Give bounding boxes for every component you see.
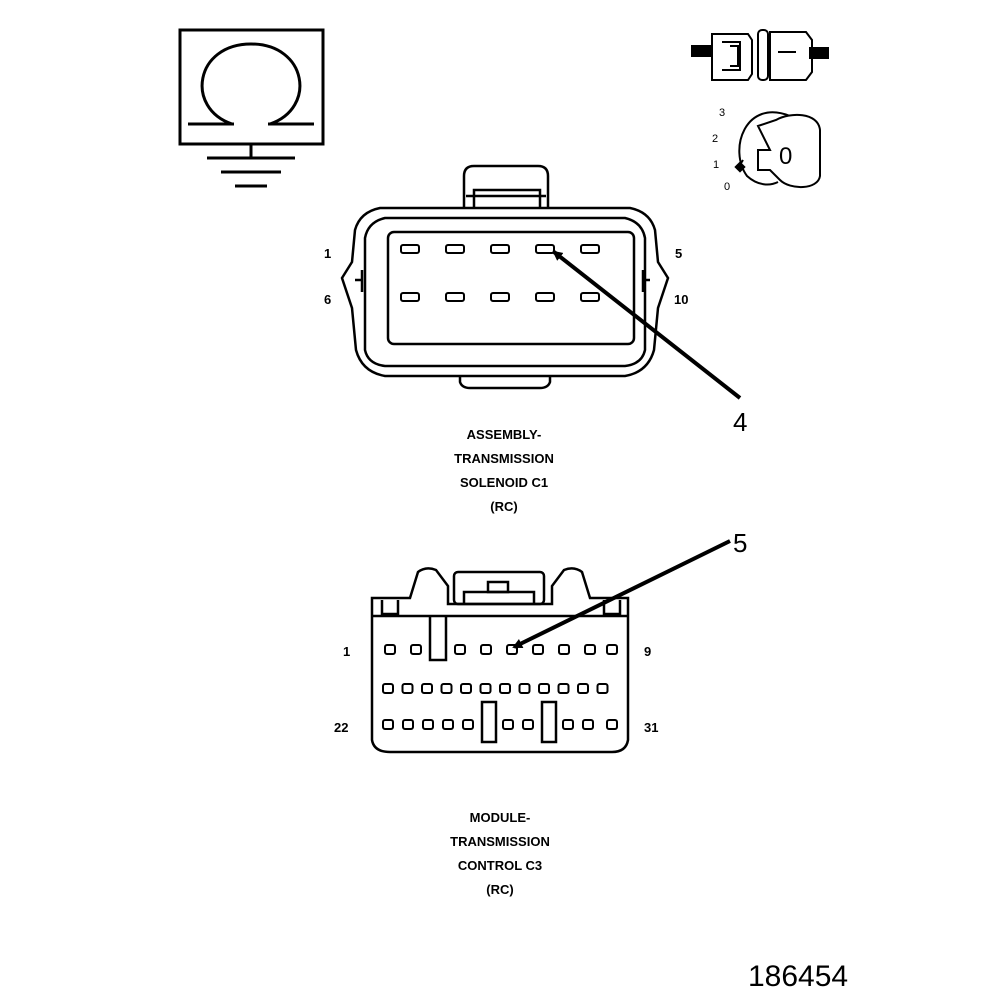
connector-c3-key-2 [480, 700, 498, 744]
c1-pin-label-10: 10 [674, 292, 688, 307]
c3-pin-21 [596, 683, 609, 694]
c1-pin-8 [490, 292, 510, 302]
c1-pin-7 [445, 292, 465, 302]
c1-pin-label-6: 6 [324, 292, 331, 307]
connector-c1-latch [462, 164, 550, 208]
callout-5-arrow [512, 539, 731, 649]
c3-pin-label-9: 9 [644, 644, 651, 659]
ignition-position-3: 3 [719, 107, 725, 119]
connector-c3-pins [382, 644, 618, 730]
c3-pin-9 [606, 644, 618, 655]
c1-pin-6 [400, 292, 420, 302]
callout-4: 4 [733, 407, 747, 437]
c3-pin-22 [382, 719, 394, 730]
c3-pin-31 [606, 719, 618, 730]
connector-c3-latch [452, 570, 546, 606]
c1-pin-label-1: 1 [324, 246, 331, 261]
connector-c3-key-1 [428, 616, 448, 662]
c1-pin-5 [580, 244, 600, 254]
c3-pin-label-31: 31 [644, 720, 658, 735]
c3-pin-12 [421, 683, 433, 694]
c3-pin-15 [479, 683, 492, 694]
c1-pin-10 [580, 292, 600, 302]
c3-pin-label-1: 1 [343, 644, 350, 659]
figure-number: 186454 [748, 960, 848, 993]
connector-c1-inner-shell [363, 216, 647, 368]
c1-pin-label-5: 5 [675, 246, 682, 261]
c3-pin-24 [422, 719, 434, 730]
c3-pin-16 [499, 683, 511, 694]
c3-pin-17 [518, 683, 531, 694]
ignition-position-0: 0 [724, 181, 730, 193]
ground-symbol [207, 144, 295, 188]
disconnected-connector-icon [691, 29, 829, 81]
c3-pin-2 [410, 644, 422, 655]
c3-pin-14 [460, 683, 472, 694]
c3-pin-10 [382, 683, 394, 694]
c3-pin-1 [384, 644, 396, 655]
c3-pin-29 [562, 719, 574, 730]
connector-c1-pin-face [386, 230, 636, 346]
c1-pin-2 [445, 244, 465, 254]
connector-c1-pins [400, 244, 600, 302]
connector-c3 [370, 567, 630, 754]
c3-pin-13 [440, 683, 453, 694]
c3-pin-6 [532, 644, 544, 655]
c3-pin-23 [402, 719, 414, 730]
c3-pin-7 [558, 644, 570, 655]
connector-c1-outer-shell [340, 206, 670, 378]
c3-pin-19 [557, 683, 570, 694]
c3-pin-20 [577, 683, 589, 694]
c3-pin-4 [480, 644, 492, 655]
c1-caption-line-3: SOLENOID C1 [460, 475, 548, 490]
c3-caption-line-1: MODULE- [470, 810, 531, 825]
c3-pin-25 [442, 719, 454, 730]
c3-caption-line-4: (RC) [486, 882, 513, 897]
c1-pin-1 [400, 244, 420, 254]
ohm-meter-symbol [178, 28, 325, 146]
ignition-key-icon: 3 2 1 0 0 [712, 107, 821, 193]
c3-pin-18 [538, 683, 550, 694]
c3-pin-30 [582, 719, 594, 730]
ignition-key-label: 0 [779, 143, 792, 170]
c3-pin-3 [454, 644, 466, 655]
c3-pin-11 [401, 683, 414, 694]
c3-pin-28 [522, 719, 534, 730]
c3-pin-label-22: 22 [334, 720, 348, 735]
c1-caption-line-1: ASSEMBLY- [467, 427, 542, 442]
c3-caption-line-2: TRANSMISSION [450, 834, 550, 849]
ignition-position-1: 1 [713, 159, 719, 171]
c1-pin-4 [535, 244, 555, 254]
c1-caption-line-4: (RC) [490, 499, 517, 514]
c3-caption-line-3: CONTROL C3 [458, 858, 542, 873]
callout-5: 5 [733, 528, 747, 558]
connector-c3-outer-shell [370, 567, 630, 754]
c1-pin-3 [490, 244, 510, 254]
ignition-position-2: 2 [712, 133, 718, 145]
connector-c1 [340, 164, 670, 390]
callout-4-arrow [552, 250, 742, 400]
c3-pin-27 [502, 719, 514, 730]
c3-pin-8 [584, 644, 596, 655]
c1-pin-9 [535, 292, 555, 302]
c3-pin-26 [462, 719, 474, 730]
c1-caption-line-2: TRANSMISSION [454, 451, 554, 466]
connector-c3-key-3 [540, 700, 558, 744]
